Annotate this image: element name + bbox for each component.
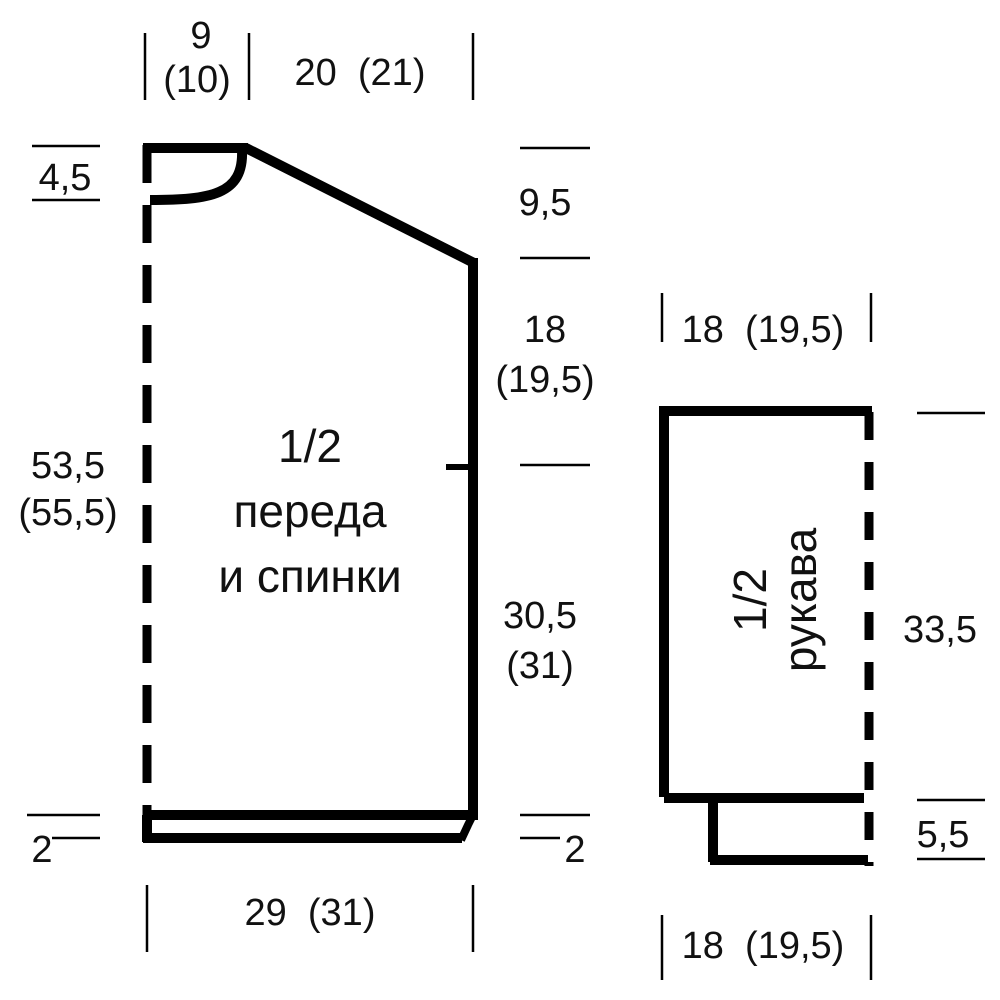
dim-side-length-alt: (31)	[506, 645, 574, 687]
dim-side-length: 30,5	[503, 595, 577, 637]
dim-armhole: 18	[524, 309, 566, 351]
body-dimension-lines	[27, 33, 590, 952]
body-title-line1: 1/2	[278, 420, 342, 472]
sleeve-title-line1: 1/2	[724, 568, 776, 632]
sleeve-dim-length: 33,5	[903, 609, 977, 651]
sleeve-dim-bottom-width: 18 (19,5)	[682, 925, 845, 967]
dim-shoulder-left-alt: (10)	[163, 59, 231, 101]
dim-bottom-width: 29 (31)	[245, 892, 376, 934]
dim-hem-left: 2	[31, 829, 52, 871]
dim-total-length-alt: (55,5)	[18, 492, 117, 534]
dim-hem-right: 2	[564, 829, 585, 871]
body-title-line2: переда	[233, 485, 386, 537]
dim-shoulder-slope: 9,5	[519, 182, 572, 224]
body-title-line3: и спинки	[218, 550, 401, 602]
sleeve-title-line2: рукава	[774, 527, 826, 672]
dim-neck-depth: 4,5	[39, 157, 92, 199]
sleeve-dim-cuff: 5,5	[917, 814, 970, 856]
sleeve-dimension-lines	[660, 293, 985, 980]
dim-armhole-alt: (19,5)	[495, 359, 594, 401]
sleeve-dim-top-width: 18 (19,5)	[682, 309, 845, 351]
dim-shoulder-left: 9	[190, 15, 211, 57]
dim-total-length: 53,5	[31, 445, 105, 487]
body-piece-outline	[142, 143, 478, 843]
dim-top-width: 20 (21)	[295, 52, 426, 94]
sleeve-piece-outline	[659, 406, 874, 866]
